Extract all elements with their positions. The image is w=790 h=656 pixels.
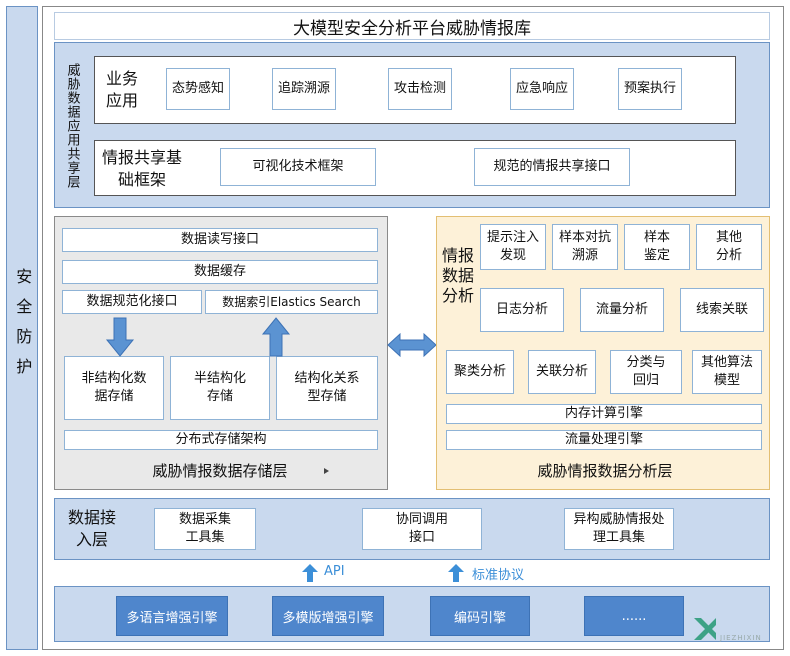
bidirectional-arrow-icon	[387, 332, 437, 358]
protocol-up-arrow-icon	[448, 564, 464, 582]
ingest-label-text: 数据接入层	[68, 507, 117, 549]
analysis-cluster[interactable]: 聚类分析	[446, 350, 514, 394]
protocol-api: API	[324, 564, 345, 579]
analysis-clue[interactable]: 线索关联	[680, 288, 764, 332]
storage-rw-interface[interactable]: 数据读写接口	[62, 228, 378, 252]
down-arrow-icon	[105, 317, 135, 357]
protocol-standard: 标准协议	[472, 568, 525, 583]
business-item-situational[interactable]: 态势感知	[166, 68, 230, 110]
ingest-collection-tools-text: 数据采集工具集	[178, 512, 231, 545]
analysis-prompt-injection-text: 提示注入发现	[486, 230, 539, 263]
storage-unstructured-text: 非结构化数据存储	[81, 371, 147, 404]
business-item-attack-detect[interactable]: 攻击检测	[388, 68, 452, 110]
analysis-short-label-text: 情报数据分析	[441, 246, 474, 305]
sharing-label-text: 情报共享基础框架	[101, 147, 182, 189]
ingest-collection-tools[interactable]: 数据采集工具集	[154, 508, 256, 550]
main-frame	[42, 6, 784, 650]
analysis-association[interactable]: 关联分析	[528, 350, 596, 394]
app-layer-label: 威胁数据应用共享层	[64, 63, 80, 189]
ingest-label: 数据接入层	[62, 504, 122, 554]
storage-distributed[interactable]: 分布式存储架构	[64, 430, 378, 450]
analysis-sample-identify[interactable]: 样本鉴定	[624, 224, 690, 270]
business-item-tracing[interactable]: 追踪溯源	[272, 68, 336, 110]
sharing-item-visual[interactable]: 可视化技术框架	[220, 148, 376, 186]
api-up-arrow-icon	[302, 564, 318, 582]
page-title: 大模型安全分析平台威胁情报库	[54, 12, 770, 40]
small-triangle-icon	[324, 468, 329, 474]
analysis-traffic[interactable]: 流量分析	[580, 288, 664, 332]
analysis-log[interactable]: 日志分析	[480, 288, 564, 332]
analysis-prompt-injection[interactable]: 提示注入发现	[480, 224, 546, 270]
ingest-collab-interface-text: 协同调用接口	[395, 512, 448, 545]
analysis-other-algorithms[interactable]: 其他算法模型	[692, 350, 762, 394]
business-item-plan[interactable]: 预案执行	[618, 68, 682, 110]
analysis-layer-label: 威胁情报数据分析层	[537, 461, 673, 480]
business-item-emergency[interactable]: 应急响应	[510, 68, 574, 110]
storage-unstructured[interactable]: 非结构化数据存储	[64, 356, 164, 420]
storage-semistructured[interactable]: 半结构化存储	[170, 356, 270, 420]
watermark-text: JIEZHIXIN	[720, 634, 762, 642]
sharing-label: 情报共享基础框架	[100, 144, 184, 194]
ingest-heterogeneous-tools[interactable]: 异构威胁情报处理工具集	[564, 508, 674, 550]
engine-multitemplate[interactable]: 多模版增强引擎	[272, 596, 384, 636]
analysis-sample-adversarial-text: 样本对抗溯源	[558, 230, 611, 263]
analysis-other-text: 其他分析	[715, 230, 742, 263]
security-side-label: 安全防护	[13, 268, 33, 388]
business-label: 业务应用	[100, 60, 144, 120]
engine-more[interactable]: ......	[584, 596, 684, 636]
analysis-memory-engine[interactable]: 内存计算引擎	[446, 404, 762, 424]
analysis-other-algorithms-text: 其他算法模型	[700, 355, 753, 388]
storage-structured[interactable]: 结构化关系型存储	[276, 356, 378, 420]
business-label-text: 业务应用	[105, 68, 138, 110]
storage-semistructured-text: 半结构化存储	[193, 371, 246, 404]
storage-layer-label: 威胁情报数据存储层	[152, 461, 288, 480]
storage-structured-text: 结构化关系型存储	[294, 371, 360, 404]
storage-normalize[interactable]: 数据规范化接口	[62, 290, 202, 314]
security-side-bar: 安全防护	[6, 6, 38, 650]
analysis-sample-adversarial[interactable]: 样本对抗溯源	[552, 224, 618, 270]
watermark-logo-icon	[694, 618, 716, 640]
sharing-item-interface[interactable]: 规范的情报共享接口	[474, 148, 630, 186]
analysis-short-label: 情报数据分析	[440, 240, 476, 312]
analysis-sample-identify-text: 样本鉴定	[643, 230, 670, 263]
analysis-flow-engine[interactable]: 流量处理引擎	[446, 430, 762, 450]
engine-multilingual[interactable]: 多语言增强引擎	[116, 596, 228, 636]
engine-encoding[interactable]: 编码引擎	[430, 596, 530, 636]
analysis-classification-text: 分类与回归	[626, 355, 666, 388]
analysis-classification[interactable]: 分类与回归	[610, 350, 682, 394]
storage-cache[interactable]: 数据缓存	[62, 260, 378, 284]
up-arrow-icon	[261, 317, 291, 357]
ingest-heterogeneous-tools-text: 异构威胁情报处理工具集	[573, 512, 665, 545]
storage-index[interactable]: 数据索引Elastics Search	[205, 290, 378, 314]
ingest-collab-interface[interactable]: 协同调用接口	[362, 508, 482, 550]
sharing-panel	[94, 140, 736, 196]
analysis-other[interactable]: 其他分析	[696, 224, 762, 270]
